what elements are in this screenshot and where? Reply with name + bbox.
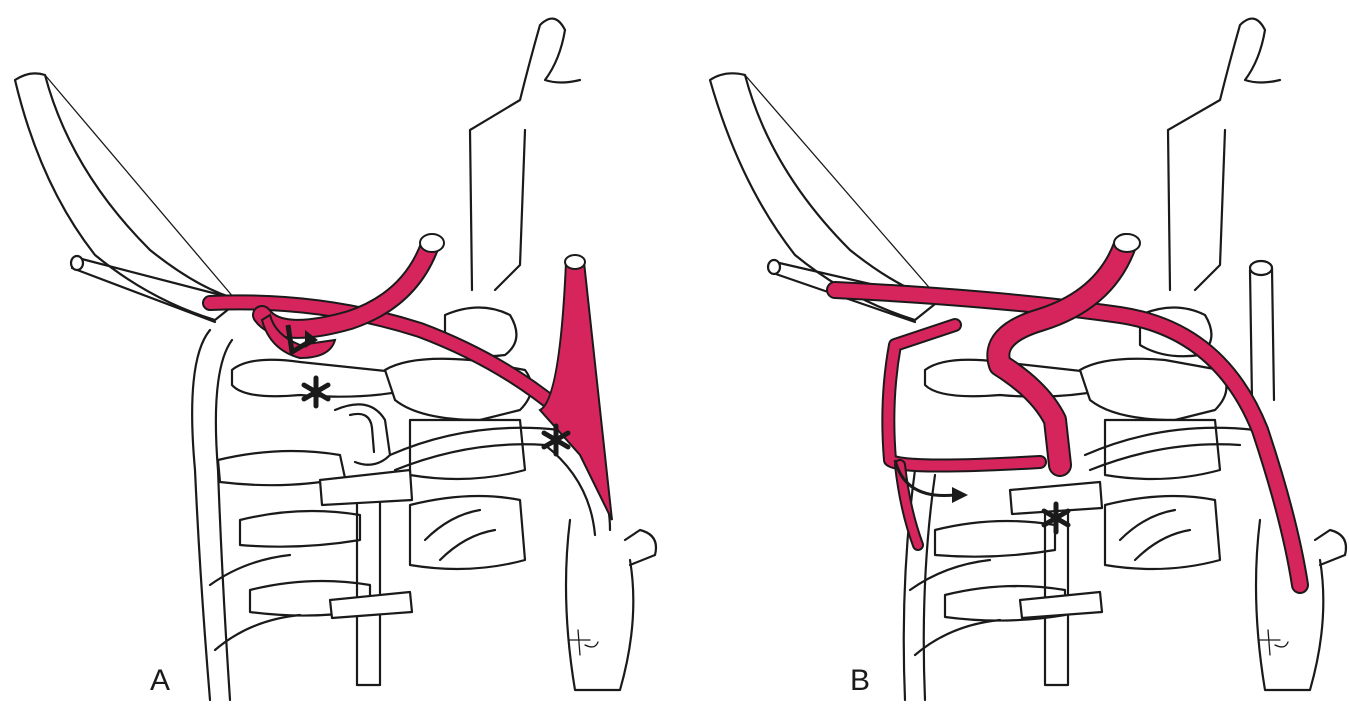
panel-a-right-bone-inner	[495, 130, 525, 290]
panel-b-right-tube-cap	[1250, 261, 1272, 275]
panel-b-c4-body	[1105, 496, 1220, 569]
panel-a-signature	[568, 630, 598, 655]
panel-a-loop-inner	[350, 414, 374, 452]
panel-a: A	[15, 19, 656, 700]
panel-a-red-right-cap	[565, 255, 585, 269]
panel-a-red-ascending-cap	[420, 234, 444, 252]
panel-b-right-bone-inner	[1195, 130, 1225, 290]
panel-label-b: B	[850, 664, 870, 697]
panel-a-carotid-lower	[566, 520, 633, 690]
panel-a-red-ascending	[262, 245, 430, 329]
panel-label-a: A	[150, 664, 170, 697]
panel-b-red-ascending-cap	[1114, 234, 1140, 252]
panel-b-occipital-bone	[710, 73, 940, 320]
panel-b: B	[710, 19, 1346, 700]
arrowhead-icon	[952, 487, 968, 503]
panel-a-c3-lamina	[240, 511, 360, 547]
panel-a-posterior-channel-outer	[192, 330, 210, 700]
panel-a-occipital-bone	[15, 73, 240, 320]
panel-a-rod-end	[71, 256, 83, 270]
panel-b-right-white-tube	[1250, 268, 1274, 400]
panel-a-red-right-vessel	[540, 262, 612, 520]
panel-b-c3-lamina	[935, 521, 1055, 557]
panel-a-thin-line	[45, 75, 240, 305]
panel-a-c4-body	[410, 496, 525, 569]
panel-b-signature	[1258, 630, 1288, 655]
panel-b-rod-end	[768, 260, 780, 274]
panel-b-c2-body	[1080, 359, 1226, 420]
